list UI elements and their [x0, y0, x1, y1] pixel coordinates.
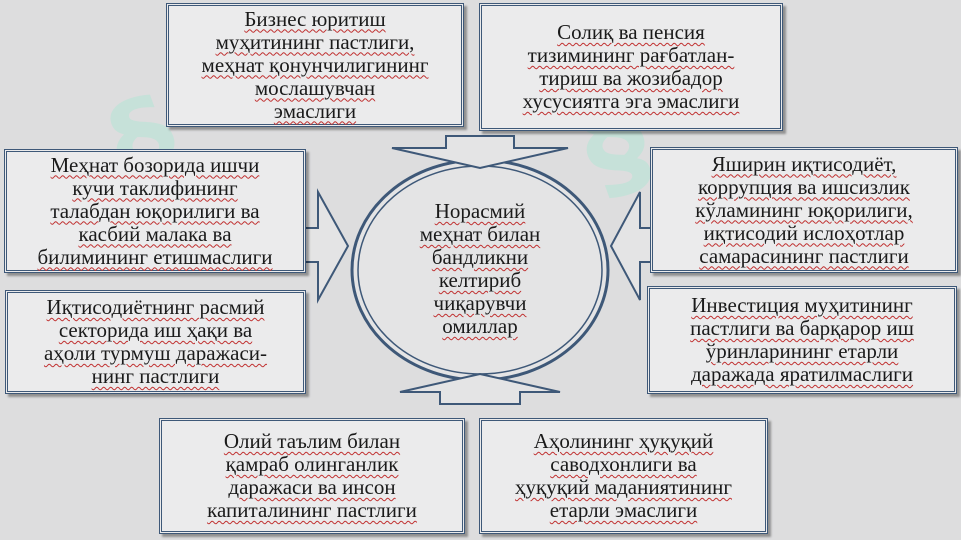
factor-text-bottom-left: Олий таълим билан қамраб олинганлик дара… — [207, 429, 417, 522]
factor-box-mid-left: Меҳнат бозорида ишчи кучи таклифининг та… — [4, 149, 306, 273]
factor-text-top-left: Бизнес юритиш муҳитининг пастлиги, меҳна… — [201, 6, 429, 123]
arrow-left — [304, 188, 350, 304]
center-label: Норасмий меҳнат билан бандликни келтириб… — [419, 199, 541, 338]
factor-text-low-left: Иқтисодиётнинг расмий секторида иш ҳақи … — [43, 295, 267, 388]
factor-text-low-right: Инвестиция муҳитининг пастлиги ва барқар… — [690, 293, 914, 386]
factor-box-bottom-left: Олий таълим билан қамраб олинганлик дара… — [159, 418, 465, 534]
factor-box-bottom-right: Аҳолининг ҳуқуқий саводхонлиги ва ҳуқуқи… — [479, 418, 768, 534]
factor-box-low-right: Инвестиция муҳитининг пастлиги ва барқар… — [647, 286, 957, 394]
factor-text-mid-right: Яширин иқтисодиёт, коррупция ва ишсизлик… — [695, 151, 913, 268]
arrow-bottom — [399, 372, 561, 405]
factor-box-low-left: Иқтисодиётнинг расмий секторида иш ҳақи … — [5, 290, 306, 394]
factor-text-mid-left: Меҳнат бозорида ишчи кучи таклифининг та… — [37, 152, 273, 269]
factor-box-top-left: Бизнес юритиш муҳитининг пастлиги, меҳна… — [166, 3, 464, 127]
factor-box-top-right: Солиқ ва пенсия тизимининг рағбатлан- ти… — [479, 3, 783, 131]
arrow-top — [391, 135, 569, 170]
arrow-right — [609, 191, 653, 301]
factor-text-top-right: Солиқ ва пенсия тизимининг рағбатлан- ти… — [522, 20, 740, 113]
factor-box-mid-right: Яширин иқтисодиёт, коррупция ва ишсизлик… — [650, 147, 958, 273]
factor-text-bottom-right: Аҳолининг ҳуқуқий саводхонлиги ва ҳуқуқи… — [515, 429, 732, 522]
